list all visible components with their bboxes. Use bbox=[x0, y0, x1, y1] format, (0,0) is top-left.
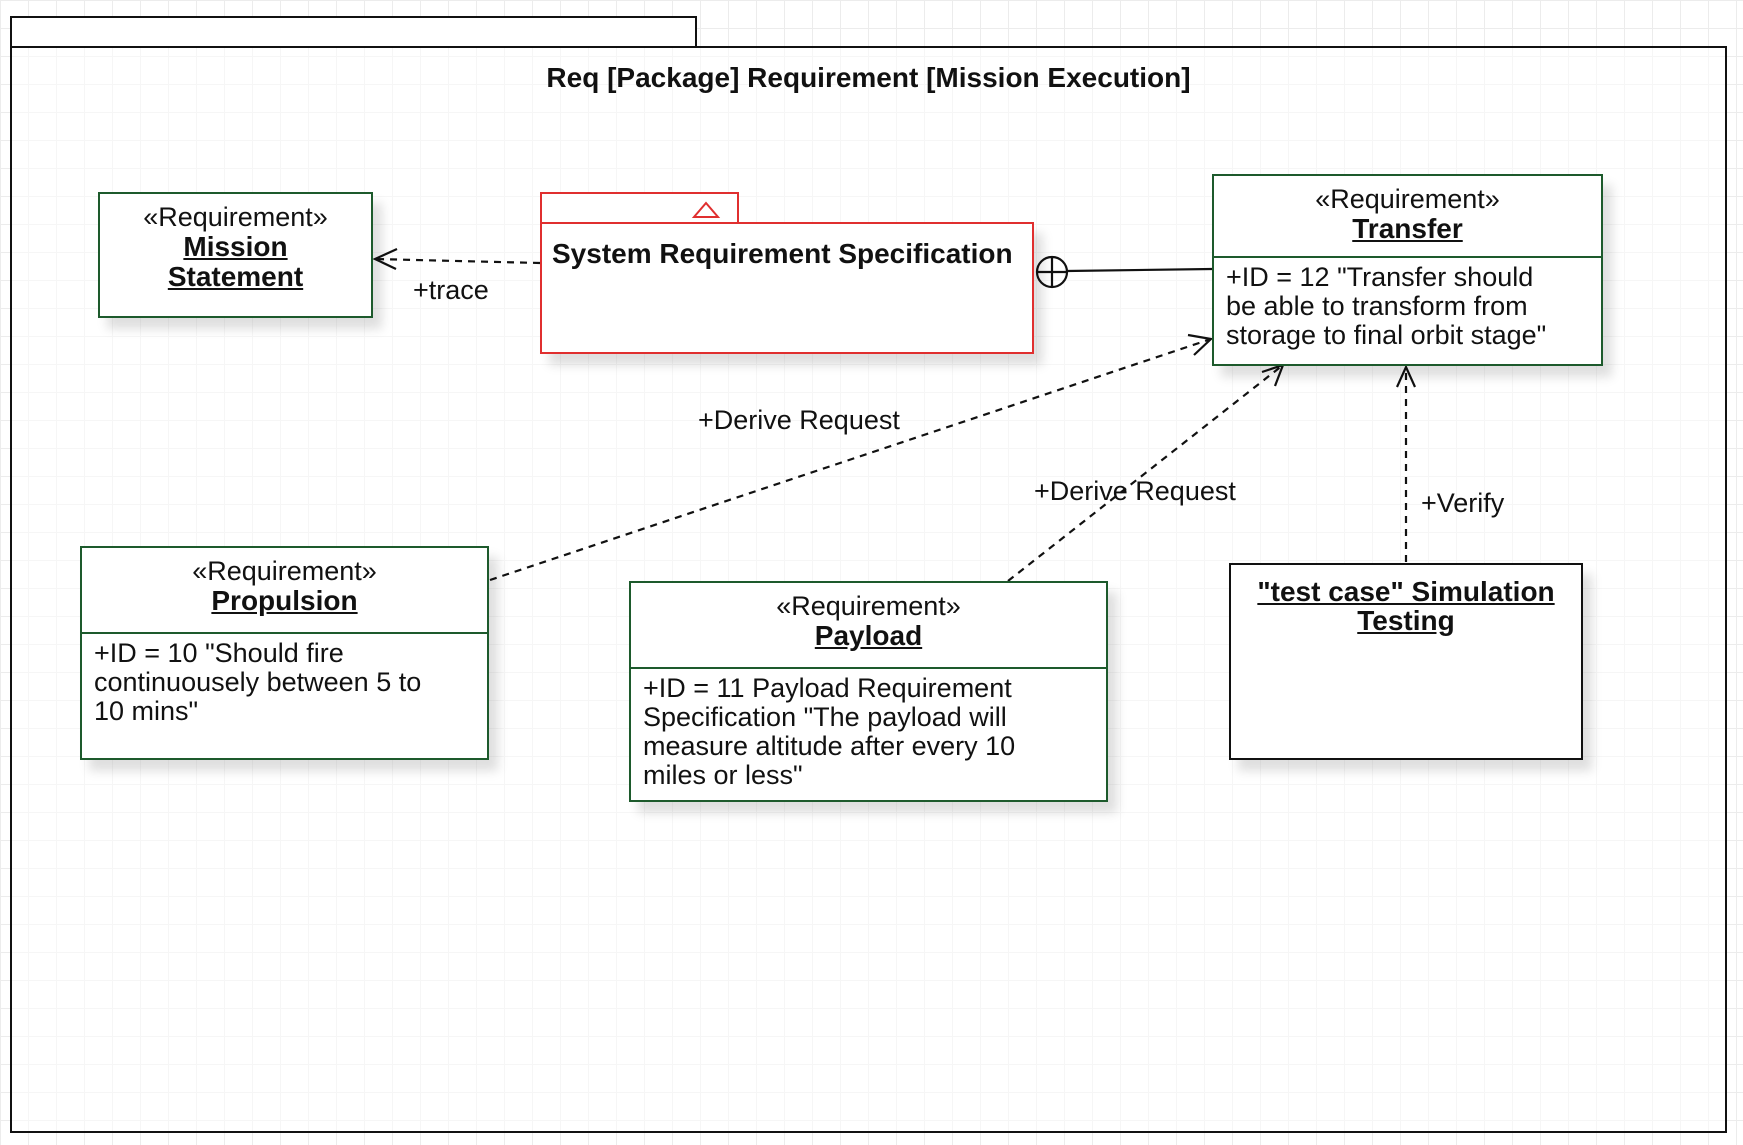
requirement-text-line: 10 mins" bbox=[94, 696, 199, 726]
package-tab bbox=[10, 16, 697, 48]
spec-title: System Requirement Specification bbox=[552, 238, 1013, 269]
propulsion-requirement[interactable]: «Requirement» Propulsion +ID = 10 "Shoul… bbox=[80, 546, 489, 760]
derive-propulsion-arrowhead bbox=[1187, 333, 1214, 356]
spec-package-tab bbox=[540, 192, 739, 224]
derive-payload-arrowhead bbox=[1261, 363, 1285, 387]
requirement-name: Transfer bbox=[1352, 213, 1463, 244]
derive-request-label-propulsion: +Derive Request bbox=[698, 405, 900, 435]
trace-arrowhead bbox=[372, 247, 398, 270]
requirement-name: Propulsion bbox=[211, 585, 358, 616]
derive-propulsion-line[interactable] bbox=[489, 337, 1212, 582]
test-case-name-line1: "test case" Simulation bbox=[1257, 576, 1555, 607]
requirement-text-line: continuousely between 5 to bbox=[94, 667, 422, 697]
requirement-text: +ID = 10 "Should fire continuousely betw… bbox=[82, 632, 487, 726]
requirement-text-line: measure altitude after every 10 bbox=[643, 731, 1016, 761]
verify-label: +Verify bbox=[1421, 488, 1505, 518]
requirement-text-line: be able to transform from bbox=[1226, 291, 1528, 321]
system-requirement-specification[interactable]: System Requirement Specification bbox=[540, 222, 1034, 354]
verify-arrowhead bbox=[1395, 364, 1417, 388]
stereotype-label: «Requirement» bbox=[1315, 184, 1500, 214]
requirement-text-line: +ID = 12 "Transfer should bbox=[1226, 262, 1534, 292]
requirement-text-line: storage to final orbit stage" bbox=[1226, 320, 1547, 350]
stereotype-label: «Requirement» bbox=[143, 202, 328, 232]
transfer-requirement[interactable]: «Requirement» Transfer +ID = 12 "Transfe… bbox=[1212, 174, 1603, 366]
requirement-text: +ID = 12 "Transfer should be able to tra… bbox=[1214, 256, 1601, 350]
mission-statement-requirement[interactable]: «Requirement» Mission Statement bbox=[98, 192, 373, 318]
requirement-name-line2: Statement bbox=[167, 261, 304, 292]
derive-payload-line[interactable] bbox=[1007, 364, 1284, 582]
payload-requirement[interactable]: «Requirement» Payload +ID = 11 Payload R… bbox=[629, 581, 1108, 802]
requirement-text-line: +ID = 10 "Should fire bbox=[94, 638, 344, 668]
containment-cross bbox=[1037, 257, 1067, 287]
requirement-text-line: miles or less" bbox=[643, 760, 803, 790]
requirement-name: Payload bbox=[814, 620, 923, 651]
containment-relationship-line[interactable] bbox=[1066, 267, 1213, 273]
requirement-text-line: +ID = 11 Payload Requirement bbox=[643, 673, 1012, 703]
requirement-name-line1: Mission bbox=[183, 231, 288, 262]
stereotype-label: «Requirement» bbox=[192, 556, 377, 586]
stereotype-label: «Requirement» bbox=[776, 591, 961, 621]
trace-relationship-line[interactable] bbox=[374, 257, 541, 265]
requirement-text: +ID = 11 Payload Requirement Specificati… bbox=[631, 667, 1106, 790]
test-case-simulation-testing[interactable]: "test case" Simulation Testing bbox=[1229, 563, 1583, 760]
requirement-text-line: Specification "The payload will bbox=[643, 702, 1007, 732]
package-title: Req [Package] Requirement [Mission Execu… bbox=[546, 62, 1191, 93]
derive-request-label-payload: +Derive Request bbox=[1034, 476, 1236, 506]
test-case-name-line2: Testing bbox=[1357, 605, 1455, 636]
trace-label: +trace bbox=[413, 275, 489, 305]
package-triangle-icon bbox=[691, 201, 721, 218]
